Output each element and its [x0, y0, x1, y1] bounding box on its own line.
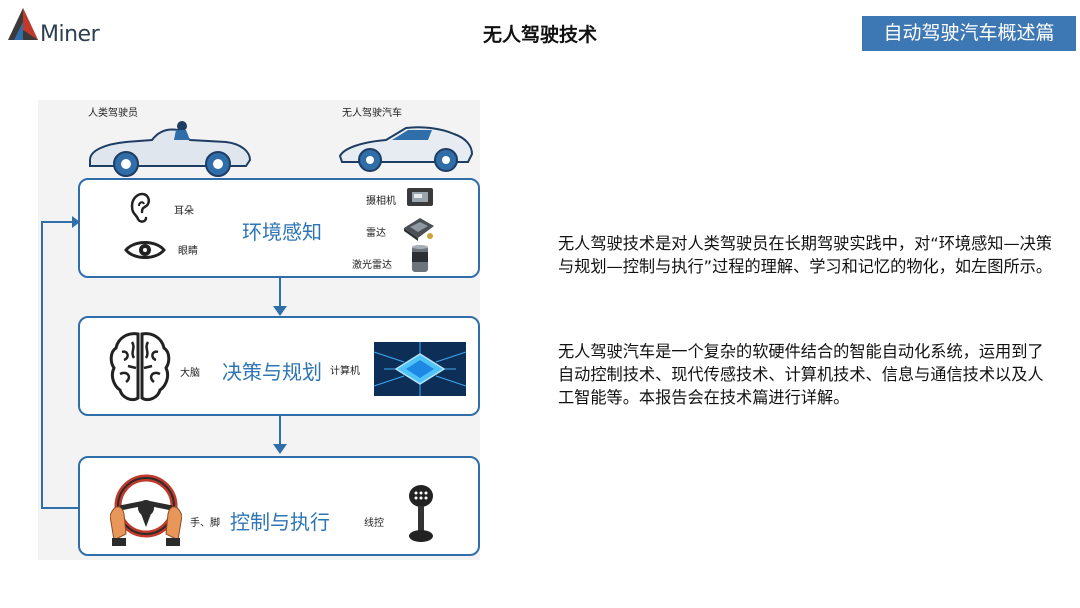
feedback-arrow-icon: [41, 216, 80, 509]
drive-by-wire-label: 线控: [364, 518, 384, 529]
stage-perception: 耳朵 眼睛 环境感知 摄相机 雷达 激光雷达: [78, 178, 480, 278]
paragraph-2: 无人驾驶汽车是一个复杂的软硬件结合的智能自动化系统，运用到了自动控制技术、现代传…: [558, 342, 1044, 407]
down-arrow-icon: [273, 416, 287, 454]
logo-text: Miner: [40, 22, 100, 47]
human-driver-caption: 人类驾驶员: [88, 108, 138, 119]
computer-label: 计算机: [330, 366, 360, 377]
autonomous-car-caption: 无人驾驶汽车: [342, 108, 402, 119]
ear-icon: [130, 192, 150, 223]
paragraph-1: 无人驾驶技术是对人类驾驶员在长期驾驶实践中，对“环境感知—决策与规划—控制与执行…: [558, 234, 1053, 276]
lidar-icon: [412, 245, 428, 272]
chip-icon: [374, 342, 466, 396]
logo-mark-icon: [8, 8, 38, 40]
logo: Miner: [6, 6, 116, 47]
driving-process-diagram: 人类驾驶员 无人驾驶汽车 耳朵 眼睛: [38, 100, 480, 560]
control-title: 控制与执行: [230, 510, 330, 534]
convertible-car-icon: [89, 121, 252, 177]
down-arrow-icon: [273, 278, 287, 316]
lidar-label: 激光雷达: [352, 260, 392, 271]
autonomous-car-icon: [338, 126, 474, 172]
section-tag: 自动驾驶汽车概述篇: [862, 16, 1076, 51]
radar-label: 雷达: [366, 228, 386, 239]
radar-icon: [404, 218, 434, 241]
decision-title: 决策与规划: [222, 360, 322, 384]
camera-icon: [407, 188, 433, 206]
page-title: 无人驾驶技术: [482, 24, 597, 46]
gear-shift-icon: [409, 485, 433, 542]
steering-wheel-icon: [110, 474, 182, 546]
stage-control: 手、脚 控制与执行 线控: [78, 456, 480, 556]
eye-label: 眼睛: [178, 246, 198, 257]
camera-label: 摄相机: [366, 196, 396, 207]
eye-icon: [124, 241, 166, 259]
stage-decision: 大脑 决策与规划 计算机: [78, 316, 480, 416]
hand-foot-label: 手、脚: [190, 518, 220, 529]
ear-label: 耳朵: [174, 206, 194, 217]
brain-icon: [109, 332, 171, 402]
brain-label: 大脑: [180, 368, 200, 379]
perception-title: 环境感知: [242, 220, 322, 244]
